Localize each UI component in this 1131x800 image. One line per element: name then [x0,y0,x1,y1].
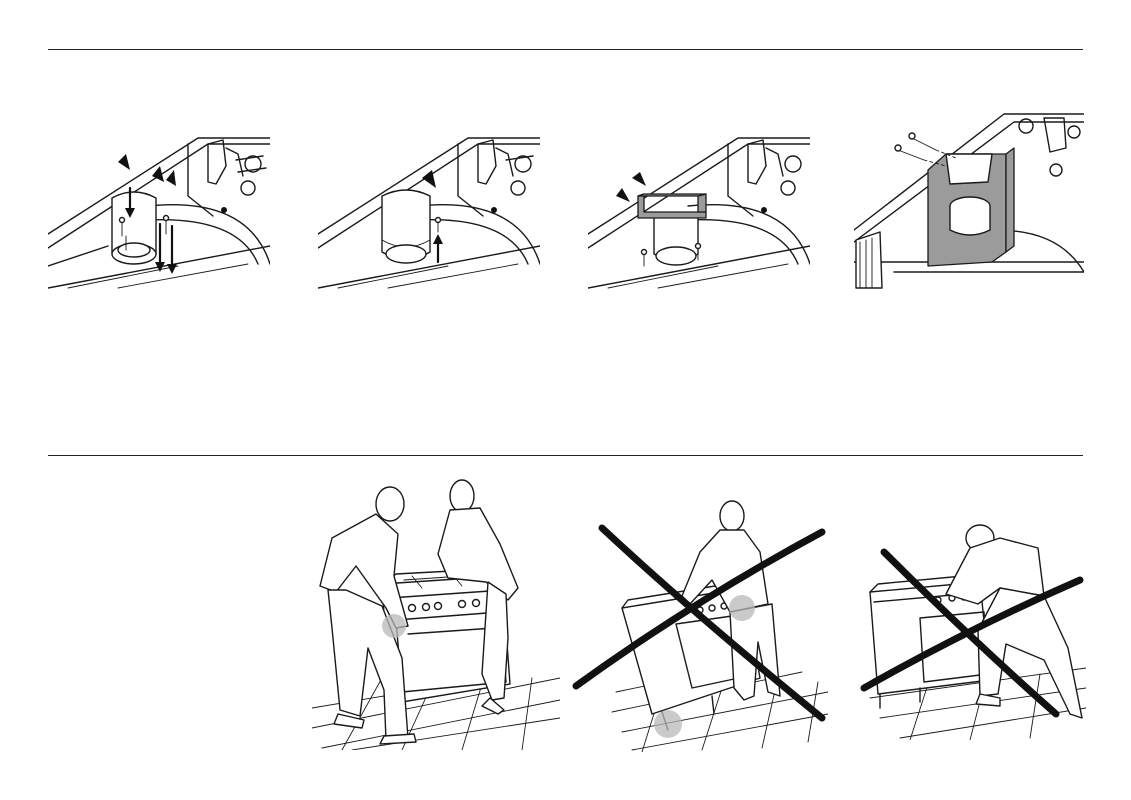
correct-lift-illustration [312,478,560,750]
correct-two-person-lift [312,478,560,750]
burner-knob-hardware [208,140,266,195]
flue-cover [928,148,1014,266]
side-knob [856,232,882,288]
flue-spigot [382,190,430,263]
burner-knob-hardware [478,140,533,195]
burner-knob-hardware [1019,118,1080,176]
step-1-illustration [48,136,270,290]
step-2-illustration [318,136,540,290]
bottom-section-divider [48,455,1083,456]
step-2-align-spigot [318,136,540,290]
flue-spigot [654,216,698,265]
flue-spigot [112,192,156,264]
person-left [320,487,416,744]
leg-point-highlight [654,710,682,738]
step-3-illustration [588,136,810,290]
step-1-fit-flue-spigot [48,136,270,290]
incorrect-door-illustration [572,492,828,752]
step-4-fit-flue-cover [854,112,1084,290]
incorrect-lift-by-door [572,492,828,752]
grip-point-highlight [729,595,755,621]
incorrect-cooktop-illustration [860,518,1086,740]
burner-knob-hardware [748,140,801,195]
grip-point-highlight [382,614,406,638]
screw-icon [436,218,441,233]
step-4-illustration [854,112,1084,290]
top-section-divider [48,49,1083,50]
step-3-attach-bracket [588,136,810,290]
incorrect-push-by-cooktop [860,518,1086,740]
